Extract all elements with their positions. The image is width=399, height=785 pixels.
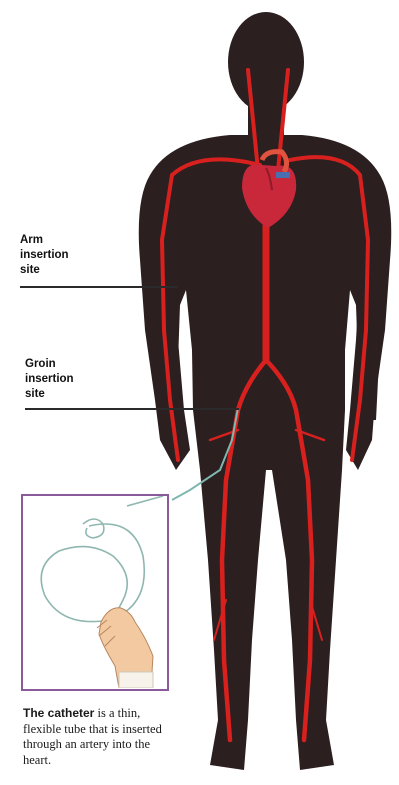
groin-leader-line: [25, 408, 239, 410]
arm-label-line-3: site: [20, 263, 69, 278]
hand-illustration: [97, 608, 153, 688]
arm-label-line-2: insertion: [20, 248, 69, 263]
arm-leader-line: [20, 286, 178, 288]
groin-insertion-label: Groin insertion site: [25, 357, 74, 402]
body-silhouette: [139, 12, 392, 770]
catheter-hand-illustration: [23, 496, 166, 688]
catheter-caption: The catheter is a thin, flexible tube th…: [23, 706, 179, 768]
groin-label-line-3: site: [25, 387, 74, 402]
arm-label-line-1: Arm: [20, 233, 69, 248]
groin-label-line-2: insertion: [25, 372, 74, 387]
catheter-inset: [21, 494, 169, 691]
caption-bold-term: The catheter: [23, 706, 94, 720]
groin-label-line-1: Groin: [25, 357, 74, 372]
arm-insertion-label: Arm insertion site: [20, 233, 69, 278]
